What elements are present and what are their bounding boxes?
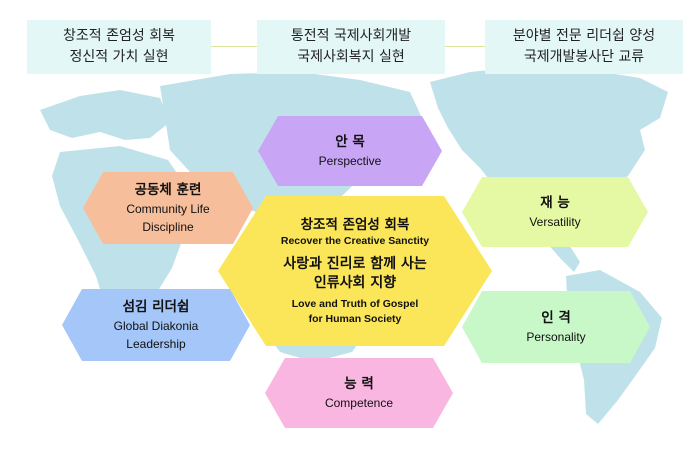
hexagon-title: 공동체 훈련 <box>134 182 202 198</box>
connector-line <box>445 46 485 47</box>
center-subtitle-ko: 사랑과 진리로 함께 사는 <box>283 255 427 272</box>
center-subtitle-en: Love and Truth of Gospel <box>291 297 419 310</box>
center-title-ko: 창조적 존엄성 회복 <box>300 216 410 233</box>
top-box-creative-dignity: 창조적 존엄성 회복 정신적 가치 실현 <box>27 20 211 74</box>
hexagon-shape <box>462 177 648 247</box>
top-box-line: 분야별 전문 리더쉽 양성 <box>512 28 656 44</box>
hexagon-subtitle: Discipline <box>142 220 194 234</box>
top-box-line: 국제개발봉사단 교류 <box>523 49 645 65</box>
hexagon-subtitle: Personality <box>526 330 586 344</box>
connector-line <box>211 46 257 47</box>
hexagon-title: 재 능 <box>540 195 570 211</box>
hexagon-subtitle: Versatility <box>529 215 581 229</box>
top-box-line: 통전적 국제사회개발 <box>290 28 412 44</box>
top-box-line: 국제사회복지 실현 <box>297 49 405 65</box>
center-title-en: Recover the Creative Sanctity <box>280 234 430 247</box>
top-box-line: 창조적 존엄성 회복 <box>63 28 175 44</box>
center-subtitle-en: for Human Society <box>308 312 402 325</box>
hexagon-shape <box>462 291 650 363</box>
hexagon-subtitle: Community Life <box>126 202 210 216</box>
center-subtitle-ko: 인류사회 지향 <box>313 274 397 291</box>
hexagon-diakonia-leadership: 섬김 리더쉽 Global Diakonia Leadership <box>62 289 250 361</box>
hexagon-subtitle: Perspective <box>318 154 382 168</box>
hexagon-community: 공동체 훈련 Community Life Discipline <box>83 172 253 244</box>
hexagon-versatility: 재 능 Versatility <box>462 177 648 247</box>
hexagon-title: 인 격 <box>541 310 571 326</box>
hexagon-shape <box>218 196 492 346</box>
hexagon-perspective: 안 목 Perspective <box>258 116 442 186</box>
hexagon-title: 안 목 <box>335 134 365 150</box>
hexagon-subtitle: Leadership <box>126 337 186 351</box>
hexagon-center-mission: 창조적 존엄성 회복 Recover the Creative Sanctity… <box>218 196 492 346</box>
hexagon-shape <box>258 116 442 186</box>
hexagon-competence: 능 력 Competence <box>265 358 453 428</box>
hexagon-title: 능 력 <box>344 376 374 392</box>
top-box-line: 정신적 가치 실현 <box>69 49 169 65</box>
top-box-leadership-training: 분야별 전문 리더쉽 양성 국제개발봉사단 교류 <box>485 20 683 74</box>
hexagon-shape <box>265 358 453 428</box>
hexagon-shape <box>83 172 253 244</box>
hexagon-subtitle: Global Diakonia <box>113 319 199 333</box>
hexagon-shape <box>62 289 250 361</box>
top-box-social-development: 통전적 국제사회개발 국제사회복지 실현 <box>257 20 445 74</box>
hexagon-title: 섬김 리더쉽 <box>122 299 190 315</box>
hexagon-personality: 인 격 Personality <box>462 291 650 363</box>
hexagon-subtitle: Competence <box>324 396 394 410</box>
